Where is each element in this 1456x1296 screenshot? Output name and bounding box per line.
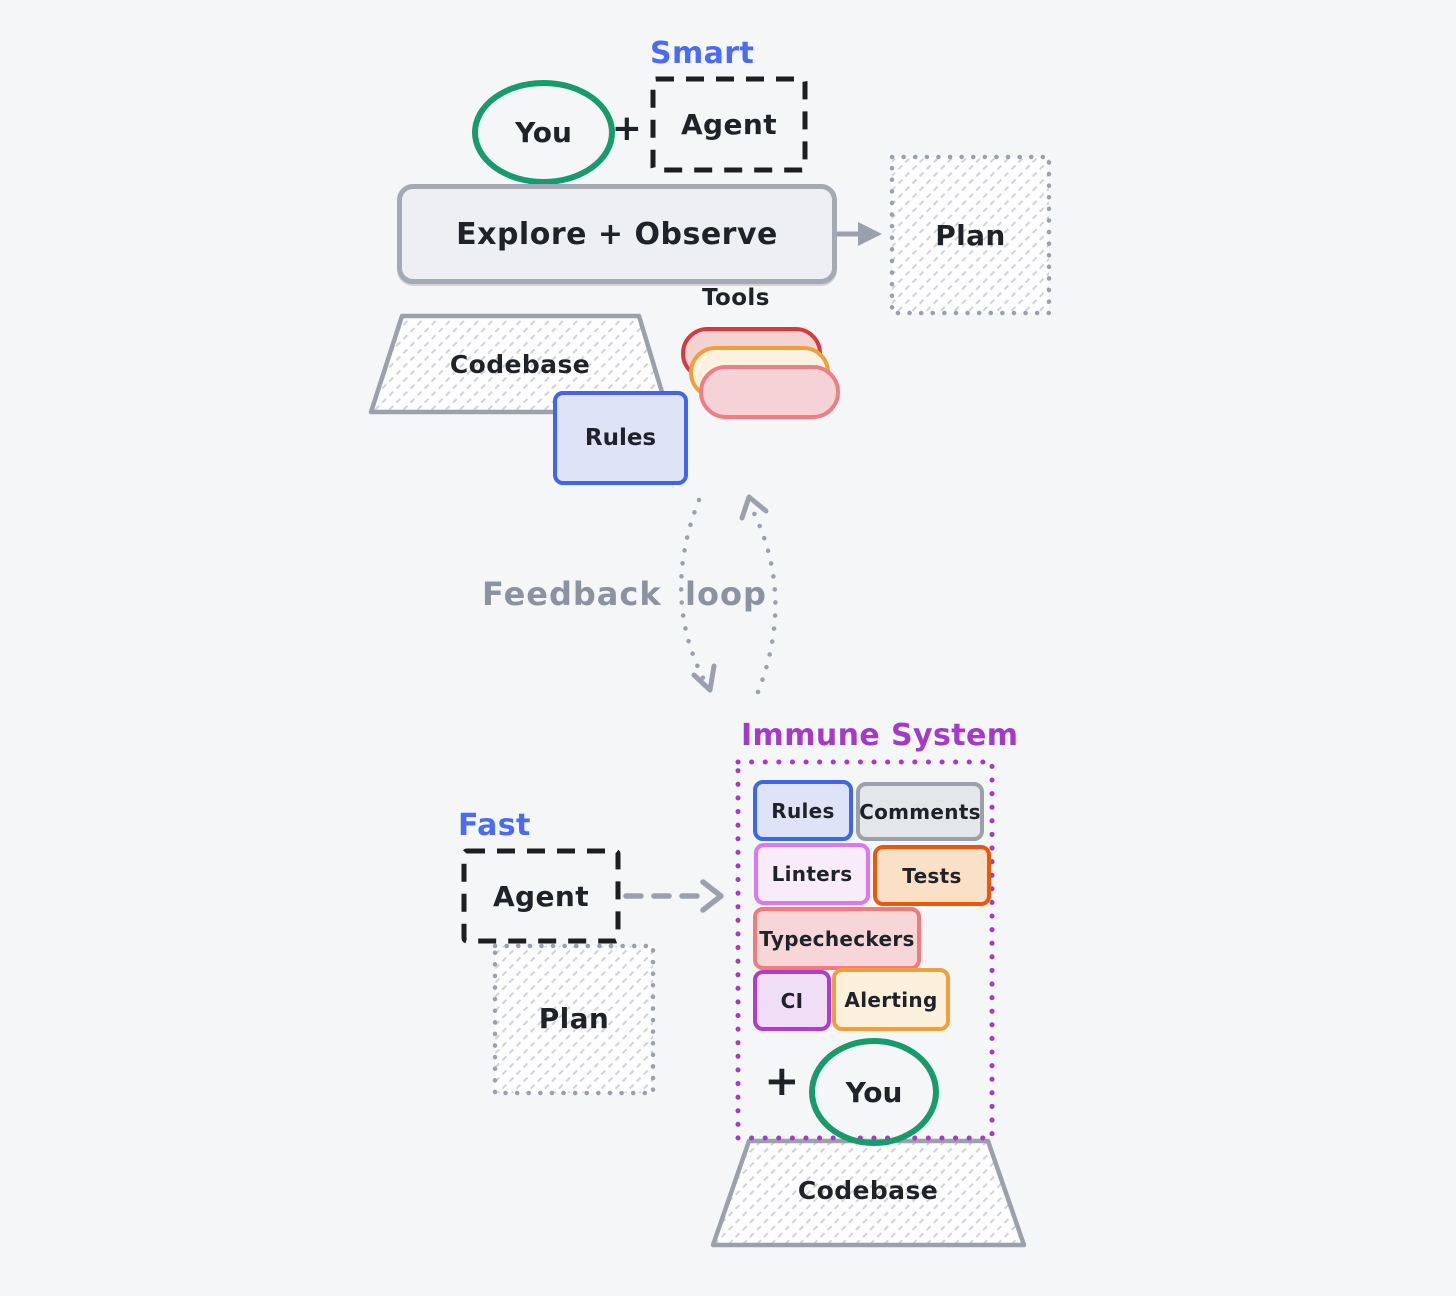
immune-item-alerting-label: Alerting bbox=[844, 987, 938, 1012]
immune-item-linters: Linters bbox=[754, 843, 870, 905]
agent-label-bottom: Agent bbox=[492, 879, 590, 913]
plan-box-bottom-shape bbox=[492, 943, 656, 1096]
agent-label-top: Agent bbox=[680, 108, 778, 141]
immune-item-rules: Rules bbox=[753, 780, 853, 841]
tool-pill-front bbox=[699, 365, 840, 419]
immune-item-ci: CI bbox=[753, 970, 831, 1031]
immune-system-frame bbox=[735, 759, 995, 1141]
immune-system-title: Immune System bbox=[741, 718, 1019, 753]
agent-to-immune-arrow-head bbox=[700, 879, 724, 913]
explore-to-plan-arrow-head bbox=[858, 222, 882, 246]
rules-box-top: Rules bbox=[553, 391, 688, 485]
you-ellipse-top: You bbox=[472, 80, 615, 185]
explore-observe-label: Explore + Observe bbox=[456, 216, 778, 252]
immune-item-linters-label: Linters bbox=[771, 862, 853, 886]
feedback-arc-up bbox=[748, 504, 778, 695]
agent-box-top-shape bbox=[650, 76, 808, 173]
explore-observe-box: Explore + Observe bbox=[397, 184, 837, 284]
feedback-arc-up-arrow-head bbox=[739, 494, 769, 521]
feedback-arc-down-arrow-head bbox=[691, 663, 717, 693]
codebase-label-bottom: Codebase bbox=[797, 1176, 939, 1205]
plan-label-bottom: Plan bbox=[538, 1001, 610, 1035]
tools-label: Tools bbox=[702, 285, 770, 311]
immune-item-typecheckers-label: Typecheckers bbox=[759, 926, 915, 951]
immune-item-comments: Comments bbox=[856, 782, 984, 841]
immune-item-tests-label: Tests bbox=[902, 863, 962, 888]
immune-item-typecheckers: Typecheckers bbox=[753, 907, 921, 970]
feedback-label: Feedback bbox=[482, 575, 662, 613]
smart-label: Smart bbox=[650, 36, 755, 71]
codebase-trapezoid-bottom bbox=[710, 1138, 1027, 1248]
immune-item-ci-label: CI bbox=[780, 988, 804, 1013]
immune-item-comments-label: Comments bbox=[859, 799, 981, 824]
codebase-label-top: Codebase bbox=[449, 350, 591, 379]
you-label-top: You bbox=[515, 116, 572, 149]
plus-sign-top: + bbox=[611, 107, 643, 149]
you-ellipse-bottom: You bbox=[809, 1038, 939, 1146]
you-label-bottom: You bbox=[845, 1075, 903, 1109]
fast-label: Fast bbox=[458, 808, 531, 843]
loop-label: loop bbox=[685, 575, 767, 613]
plus-sign-bottom: + bbox=[764, 1055, 800, 1105]
immune-item-alerting: Alerting bbox=[832, 968, 950, 1031]
feedback-arc-down bbox=[679, 497, 707, 683]
rules-label-top: Rules bbox=[584, 425, 657, 451]
immune-item-rules-label: Rules bbox=[771, 798, 835, 823]
immune-item-tests: Tests bbox=[873, 845, 991, 906]
plan-box-top-shape bbox=[889, 154, 1052, 316]
plan-label-top: Plan bbox=[935, 218, 1006, 252]
agent-box-bottom-shape bbox=[461, 848, 621, 944]
